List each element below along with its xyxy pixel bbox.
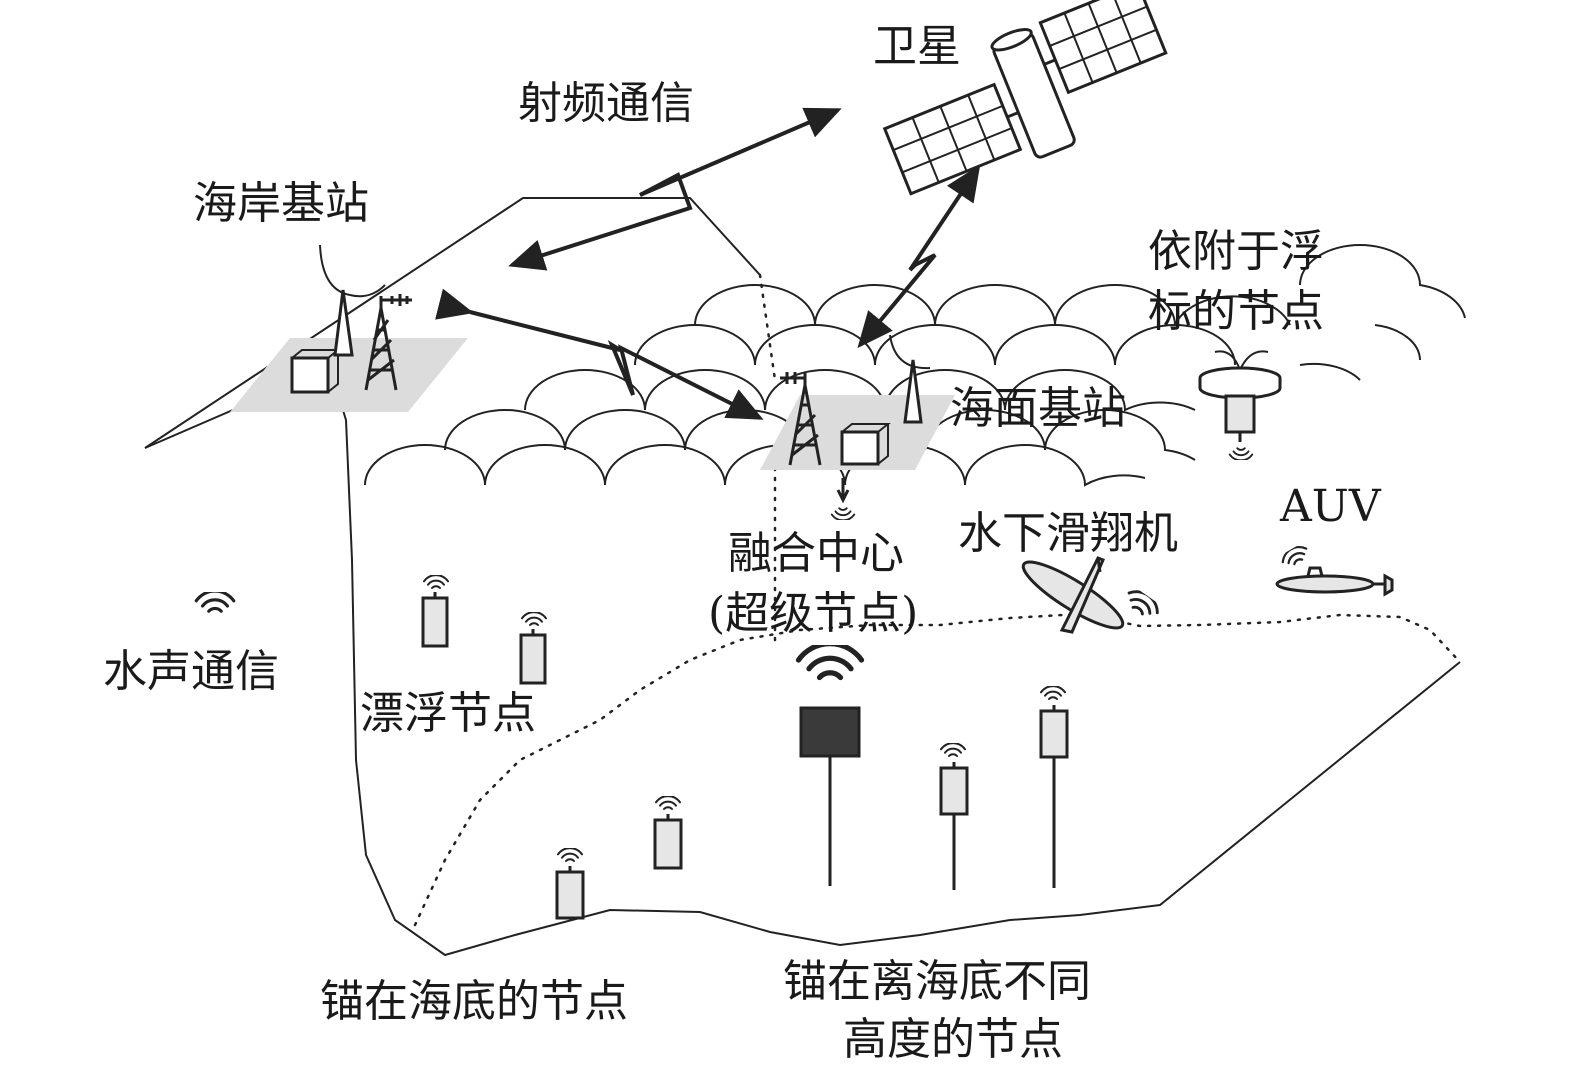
height-node bbox=[1039, 686, 1069, 888]
acoustic-signal-icon bbox=[194, 592, 236, 613]
label-height-anchor-1: 锚在离海底不同 bbox=[783, 956, 1091, 1007]
label-glider: 水下滑翔机 bbox=[958, 508, 1178, 559]
auv-icon bbox=[1275, 541, 1394, 597]
height-node bbox=[939, 743, 969, 890]
glider-icon bbox=[1021, 556, 1164, 634]
coast-station bbox=[230, 244, 468, 412]
label-height-anchor-2: 高度的节点 bbox=[843, 1014, 1063, 1065]
label-acoustic-comm: 水声通信 bbox=[103, 646, 279, 697]
label-fusion-1: 融合中心 bbox=[728, 528, 904, 579]
rf-links bbox=[435, 107, 981, 420]
label-fusion-2: (超级节点) bbox=[708, 588, 919, 639]
label-buoy-node-2: 标的节点 bbox=[1148, 286, 1324, 337]
label-coast-station: 海岸基站 bbox=[193, 178, 369, 229]
buoy-node bbox=[1198, 350, 1282, 460]
drifting-node bbox=[519, 612, 548, 685]
super-node bbox=[799, 644, 862, 886]
label-buoy-node-1: 依附于浮 bbox=[1148, 226, 1324, 277]
drifting-node bbox=[421, 575, 450, 648]
label-sea-station: 海面基站 bbox=[950, 383, 1126, 434]
satellite-icon bbox=[882, 0, 1168, 196]
seabed-node bbox=[653, 796, 683, 870]
seabed-line bbox=[413, 612, 1462, 927]
coast-land bbox=[144, 197, 1461, 957]
coast-tower-icon bbox=[364, 294, 412, 391]
sea-tower-icon bbox=[780, 372, 822, 466]
label-rf-comm: 射频通信 bbox=[518, 78, 694, 129]
label-auv: AUV bbox=[1280, 481, 1381, 532]
sea-surface bbox=[364, 244, 1466, 487]
seabed-node bbox=[555, 848, 585, 920]
label-satellite: 卫星 bbox=[873, 21, 961, 72]
fusion-link-line bbox=[758, 273, 777, 642]
label-seabed-anchor: 锚在海底的节点 bbox=[320, 976, 628, 1027]
label-drifting-node: 漂浮节点 bbox=[360, 688, 536, 739]
sea-station bbox=[760, 334, 955, 520]
